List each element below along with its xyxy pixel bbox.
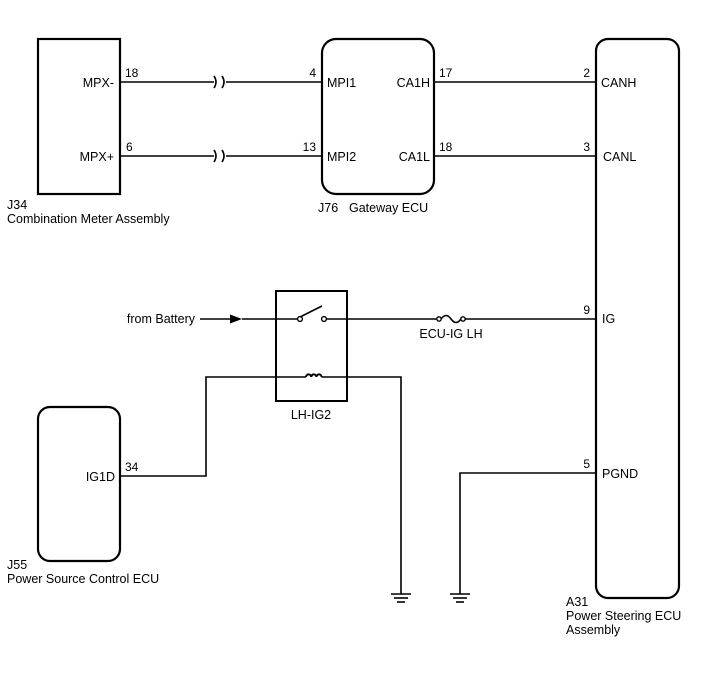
wire-mpx-plus-mpi2 <box>120 149 322 163</box>
wire-mpx-minus-mpi1 <box>120 75 322 89</box>
wire-ig1d-coil-ground <box>120 373 402 594</box>
pin-number-canl: 3 <box>583 140 590 154</box>
component-name-power-steering-ecu-line2: Assembly <box>566 623 621 637</box>
component-name-gateway-ecu: Gateway ECU <box>349 201 428 215</box>
pin-number-mpx-plus: 6 <box>126 140 133 154</box>
pin-number-pgnd: 5 <box>583 457 590 471</box>
component-name-power-source-ecu: Power Source Control ECU <box>7 572 159 586</box>
pin-label-pgnd: PGND <box>602 467 638 481</box>
pin-number-mpi2: 13 <box>303 140 317 154</box>
component-code-j55: J55 <box>7 558 27 572</box>
pin-number-ca1l: 18 <box>439 140 453 154</box>
battery-source-label: from Battery <box>127 312 196 326</box>
component-code-j76: J76 <box>318 201 338 215</box>
relay-coil-icon <box>305 373 323 378</box>
combination-meter-box <box>36 37 122 196</box>
relay-box <box>275 290 348 402</box>
pin-label-mpx-minus: MPX- <box>83 76 114 90</box>
pin-number-ig: 9 <box>583 303 590 317</box>
power-source-ecu-box <box>36 405 122 563</box>
pin-number-canh: 2 <box>583 66 590 80</box>
relay-label: LH-IG2 <box>291 408 331 422</box>
pin-label-ca1l: CA1L <box>399 150 430 164</box>
component-name-power-steering-ecu: Power Steering ECU <box>566 609 681 623</box>
ground-icon <box>450 593 470 603</box>
pin-label-ig1d: IG1D <box>86 470 115 484</box>
pin-label-ca1h: CA1H <box>397 76 430 90</box>
ground-icon <box>391 593 411 603</box>
component-code-a31: A31 <box>566 595 588 609</box>
arrow-icon <box>230 314 242 324</box>
pin-label-mpx-plus: MPX+ <box>80 150 114 164</box>
pin-label-canh: CANH <box>601 76 636 90</box>
pin-label-ig: IG <box>602 312 615 326</box>
component-name-combination-meter: Combination Meter Assembly <box>7 212 170 226</box>
pin-label-canl: CANL <box>603 150 636 164</box>
pin-number-ca1h: 17 <box>439 66 453 80</box>
component-code-j34: J34 <box>7 198 27 212</box>
pin-label-mpi1: MPI1 <box>327 76 356 90</box>
relay-switch-icon <box>299 305 323 318</box>
wire-pgnd-ground <box>459 472 596 594</box>
fuse-icon <box>436 314 466 324</box>
fuse-label: ECU-IG LH <box>419 327 482 341</box>
pin-number-mpi1: 4 <box>309 66 316 80</box>
gateway-ecu-box <box>320 37 436 196</box>
pin-label-mpi2: MPI2 <box>327 150 356 164</box>
pin-number-ig1d: 34 <box>125 460 139 474</box>
pin-number-mpx-minus: 18 <box>125 66 139 80</box>
wire-battery-ig <box>200 305 596 324</box>
